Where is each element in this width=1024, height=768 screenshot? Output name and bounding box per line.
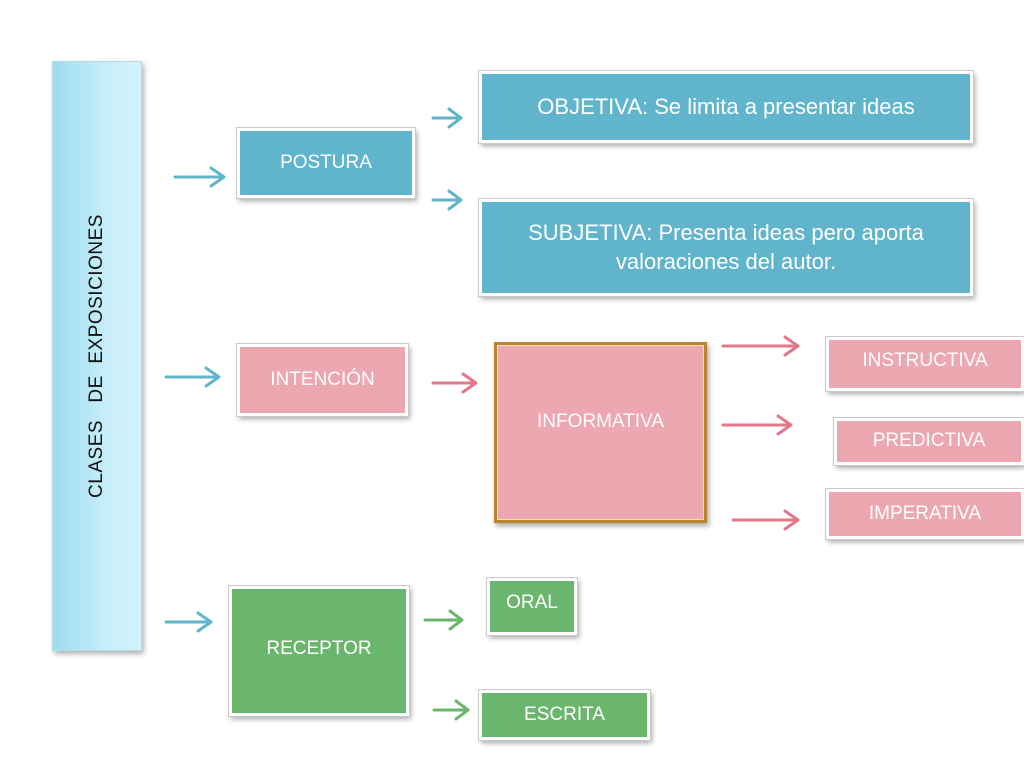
intencion-label: INTENCIÓN: [270, 368, 375, 390]
arrow-to-predictiva: [721, 414, 793, 436]
side-panel: CLASES DE EXPOSICIONES: [52, 61, 142, 651]
oral-label: ORAL: [506, 592, 558, 614]
subjetiva-label-line2: valoraciones del autor.: [615, 248, 837, 274]
arrow-to-intencion: [164, 366, 221, 388]
oral-box: ORAL: [486, 577, 578, 636]
imperativa-label: IMPERATIVA: [868, 502, 982, 524]
escrita-box: ESCRITA: [478, 689, 651, 741]
postura-box: POSTURA: [236, 127, 416, 199]
predictiva-box: PREDICTIVA: [833, 417, 1024, 466]
arrow-to-imperativa: [731, 509, 800, 531]
informativa-label: INFORMATIVA: [536, 411, 665, 433]
postura-label: POSTURA: [280, 151, 372, 173]
arrow-to-objetiva: [431, 107, 463, 129]
escrita-label: ESCRITA: [524, 703, 605, 725]
objetiva-box: OBJETIVA: Se limita a presentar ideas: [478, 70, 974, 144]
subjetiva-label-line1: SUBJETIVA: Presenta ideas pero aporta: [528, 219, 924, 245]
informativa-box: INFORMATIVA: [494, 342, 707, 523]
objetiva-label: OBJETIVA: Se limita a presentar ideas: [537, 93, 915, 119]
subjetiva-box: SUBJETIVA: Presenta ideas pero aporta va…: [478, 198, 974, 297]
arrow-to-postura: [173, 166, 226, 188]
receptor-label: RECEPTOR: [266, 637, 372, 659]
arrow-to-escrita: [432, 699, 470, 721]
intencion-box: INTENCIÓN: [236, 343, 409, 417]
arrow-to-receptor: [164, 611, 213, 633]
receptor-box: RECEPTOR: [228, 585, 410, 717]
arrow-to-subjetiva: [431, 189, 463, 211]
instructiva-label: INSTRUCTIVA: [862, 349, 988, 371]
imperativa-box: IMPERATIVA: [825, 488, 1024, 540]
arrow-to-oral: [423, 609, 464, 631]
predictiva-label: PREDICTIVA: [872, 430, 986, 452]
arrow-to-informativa: [431, 372, 478, 394]
arrow-to-instructiva: [721, 335, 800, 357]
instructiva-box: INSTRUCTIVA: [825, 336, 1024, 392]
